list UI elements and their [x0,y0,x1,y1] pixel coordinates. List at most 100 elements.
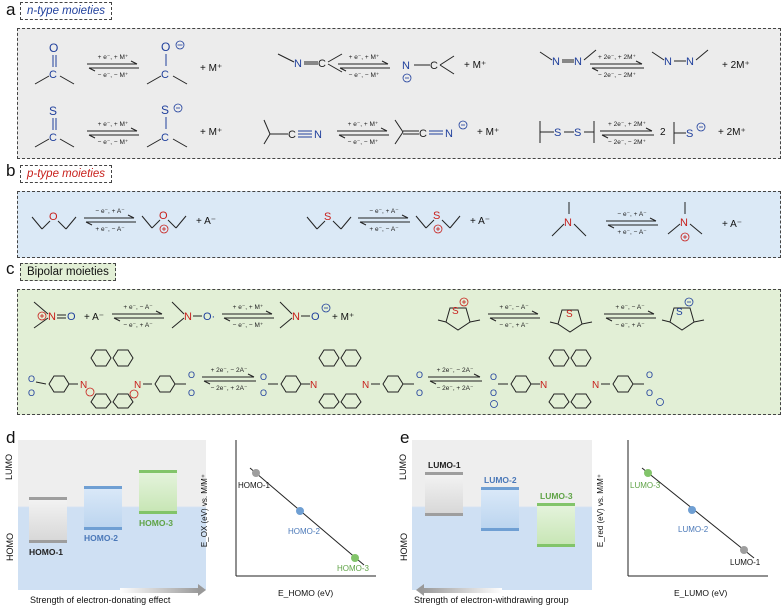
lumo2-level-bottom [481,528,519,531]
svg-text:C: C [288,129,296,141]
oxidized-thioether-structure: S [415,210,461,234]
reversible-arrow [428,373,482,385]
thiophene-cation-structure: S [437,297,481,331]
svg-text:N: N [445,128,453,140]
ion-a-3: + A⁻ [722,219,743,230]
donating-caption: Strength of electron-donating effect [30,595,171,605]
oxoammonium-structure: N O [33,301,76,329]
lumo3-label: LUMO-3 [540,491,573,501]
svg-text:S: S [574,127,581,139]
ion-a-2: + A⁻ [470,216,491,227]
lumo1-level-bottom [425,513,463,516]
eq-nitroxide-m-back: − e⁻, − M⁺ [232,322,264,329]
lumo3-level-top [537,503,575,506]
svg-text:N: N [592,380,599,391]
reversible-arrow [338,60,390,72]
lumo3-level-bottom [537,544,575,547]
oxidized-amine-structure: N [667,202,703,242]
svg-text:C: C [49,69,57,81]
n-type-title: n-type moieties [20,2,112,20]
eq-amine-back: + e⁻, − A⁻ [617,229,647,236]
ion-2m-2: + 2M⁺ [718,127,746,138]
eq-thioether-back: + e⁻, − A⁻ [369,226,399,233]
eq-azo-fwd: + 2e⁻, + 2M⁺ [598,54,636,61]
homo2-level-bottom [84,527,122,530]
svg-text:O: O [311,311,320,323]
homo1-level-bottom [29,540,67,543]
plot-e-lumo1: LUMO-1 [730,558,761,567]
svg-text:N: N [574,56,582,68]
eq-nitroxide-m-fwd: + e⁻, + M⁺ [232,304,264,311]
lumo-axis-label: LUMO [4,453,15,481]
panel-label-c: c [6,259,15,278]
plot-e [627,440,768,577]
svg-text:O: O [49,211,58,223]
homo2-label: HOMO-2 [84,533,118,543]
reduced-azo-structure: N N [651,49,709,68]
homo2-level-top [84,486,122,489]
svg-text:O: O [49,41,58,55]
phenazine-neutral-structure: O O N N O O [260,349,423,409]
eq-phenazine-2-fwd: + 2e⁻, − 2A⁻ [436,367,474,374]
eq-disulfide-fwd: + 2e⁻, + 2M⁺ [608,121,646,128]
reversible-arrow [87,127,139,139]
reversible-arrow [112,310,164,322]
ion-a-4: + A⁻ [84,312,105,323]
lumo2-level-top [481,487,519,490]
thioether-structure: S [306,211,352,230]
plot-d-x-axis: E_HOMO (eV) [278,588,334,598]
homo3-gap [139,473,177,511]
eq-ether-fwd: − e⁻, + A⁻ [95,208,125,215]
homo-axis-label-e: HOMO [399,533,409,561]
reversible-arrow [84,214,136,226]
lumo2-gap [481,490,519,528]
eq-carbonyl-fwd: + e⁻, + M⁺ [97,54,129,61]
eq-thiophene-a-back: − e⁻, + A⁻ [499,322,529,329]
carbonyl-structure: O C [34,41,75,85]
svg-text:N: N [80,380,87,391]
svg-text:S: S [452,306,459,317]
svg-text:N: N [540,380,547,391]
svg-text:C: C [161,132,169,144]
eq-ether-back: + e⁻, − A⁻ [95,226,125,233]
ion-a-1: + A⁻ [196,216,217,227]
homo3-level-bottom [139,511,177,514]
ion-2m-1: + 2M⁺ [722,60,750,71]
eq-thioether-fwd: − e⁻, + A⁻ [369,208,399,215]
plot-e-lumo3: LUMO-3 [630,481,661,490]
eq-phenazine-1-fwd: + 2e⁻, − 2A⁻ [210,367,248,374]
svg-text:S: S [676,307,683,318]
panel-label-d: d [6,428,16,447]
thiophene-anion-structure: S [661,297,705,331]
eq-thio-fwd: + e⁻, + M⁺ [97,121,129,128]
disulfide-structure: S S [539,121,595,143]
plot-d [235,440,376,577]
svg-text:O: O [28,374,35,384]
eq-thiophene-a2-fwd: + e⁻, − A⁻ [615,304,645,311]
svg-text:O·: O· [203,311,215,323]
imine-structure: N C [277,53,343,73]
aminoxyl-anion-structure: N O [279,301,331,329]
svg-text:O: O [260,388,267,398]
svg-text:O: O [161,40,170,54]
svg-text:S: S [686,128,693,140]
reversible-arrow [488,310,540,322]
reduced-imine-structure: N C [402,55,455,83]
donating-gradient-arrow [120,588,200,593]
svg-text:S: S [554,127,561,139]
thiolate-structure: S [673,122,706,144]
eq-phenazine-2-back: − 2e⁻, + 2A⁻ [436,385,474,392]
svg-text:N: N [564,217,572,229]
svg-text:O: O [490,388,497,398]
thiocarbonyl-structure: S C [34,104,75,148]
reversible-arrow [590,60,644,72]
svg-text:C: C [318,58,326,70]
amine-structure: N [551,202,587,237]
svg-text:C: C [419,128,427,140]
homo3-level-top [139,470,177,473]
oxidized-ether-structure: O [141,210,187,234]
reversible-arrow [604,310,656,322]
svg-text:O: O [28,388,35,398]
svg-text:N: N [686,56,694,68]
homo1-gap [29,500,67,540]
